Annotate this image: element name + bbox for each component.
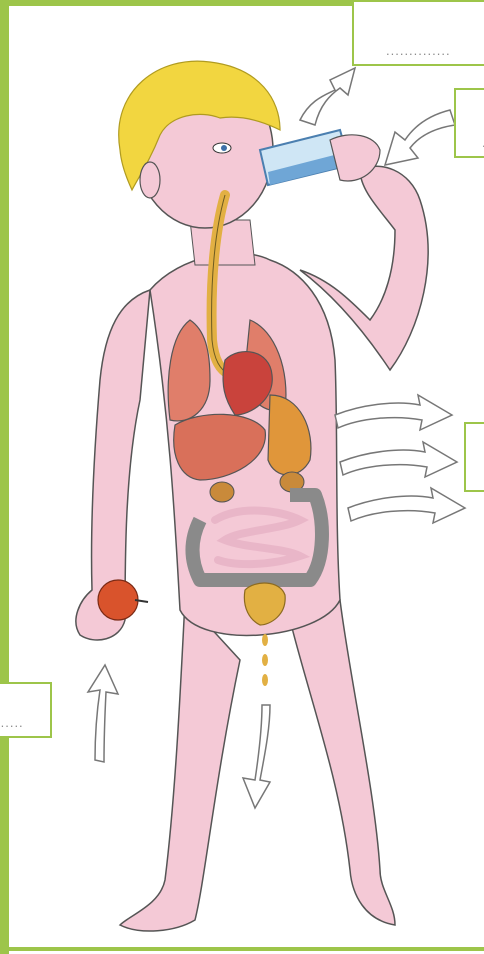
kidney-left [210, 482, 234, 502]
ear [140, 162, 160, 198]
apple [98, 580, 138, 620]
arrow-right-3 [348, 488, 465, 523]
answer-box-right-upper[interactable]: .. [454, 88, 484, 158]
left-leg [120, 600, 240, 931]
answer-box-top-blank: .............. [386, 43, 451, 58]
arrow-up-right-head [300, 68, 355, 125]
answer-box-left-bottom-blank: ...... [0, 715, 24, 730]
answer-box-top[interactable]: .............. [352, 0, 484, 66]
arrow-down-left-head [385, 110, 455, 165]
arrow-right-1 [335, 395, 452, 430]
right-leg [290, 600, 395, 925]
urine-drop [262, 634, 268, 646]
arrow-down [243, 705, 270, 808]
arrow-up [88, 665, 118, 762]
answer-box-right-middle[interactable] [464, 422, 484, 492]
arrow-right-2 [340, 442, 457, 477]
answer-box-left-bottom[interactable]: ...... [0, 682, 52, 738]
